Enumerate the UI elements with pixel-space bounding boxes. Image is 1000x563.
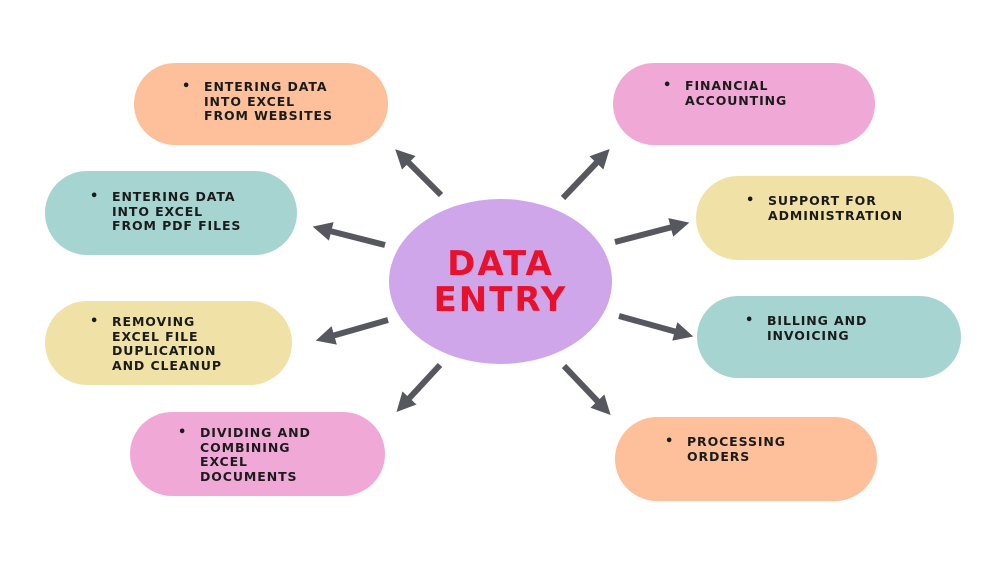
center-title-line-1: DATA [447, 243, 554, 284]
arrow-orders [561, 363, 611, 415]
item-duplication-line-2: EXCEL FILE [112, 328, 199, 344]
item-accounting-line-2: ACCOUNTING [685, 92, 788, 108]
item-duplication-line-3: DUPLICATION [112, 343, 217, 358]
center-circle: DATA ENTRY [389, 199, 612, 364]
arrow-accounting [560, 149, 610, 201]
item-administration-line-2: ADMINISTRATION [768, 207, 903, 223]
item-billing-line-2: INVOICING [767, 327, 850, 343]
item-duplication-line-4: AND CLEANUP [112, 357, 222, 373]
item-websites-line-2: INTO EXCEL [204, 93, 296, 109]
arrow-billing [618, 313, 694, 341]
item-administration-line-1: SUPPORT FOR [768, 193, 877, 208]
arrow-pdf [312, 222, 386, 248]
arrow-duplication [315, 317, 389, 345]
item-orders-line-1: PROCESSING [687, 434, 786, 449]
center-title: DATA ENTRY [434, 246, 568, 318]
item-websites-line-1: ENTERING DATA [204, 79, 328, 94]
arrow-administration [614, 218, 690, 245]
item-accounting-line-1: FINANCIAL [685, 78, 769, 93]
item-combining-line-4: DOCUMENTS [200, 468, 298, 484]
item-pdf-line-2: INTO EXCEL [112, 203, 204, 219]
arrow-websites [395, 149, 444, 198]
item-combining-line-1: DIVIDING AND [200, 425, 311, 440]
item-combining-line-2: COMBINING [200, 439, 291, 455]
item-combining-line-3: EXCEL [200, 454, 248, 469]
arrow-combining [396, 362, 443, 413]
center-title-line-2: ENTRY [433, 279, 568, 320]
item-websites-line-3: FROM WEBSITES [204, 108, 333, 123]
item-billing-line-1: BILLING AND [767, 313, 868, 328]
item-orders-line-2: ORDERS [687, 448, 751, 464]
item-pdf-line-3: FROM PDF FILES [112, 218, 242, 233]
item-pdf-line-1: ENTERING DATA [112, 189, 236, 204]
item-duplication-line-1: REMOVING [112, 314, 196, 329]
